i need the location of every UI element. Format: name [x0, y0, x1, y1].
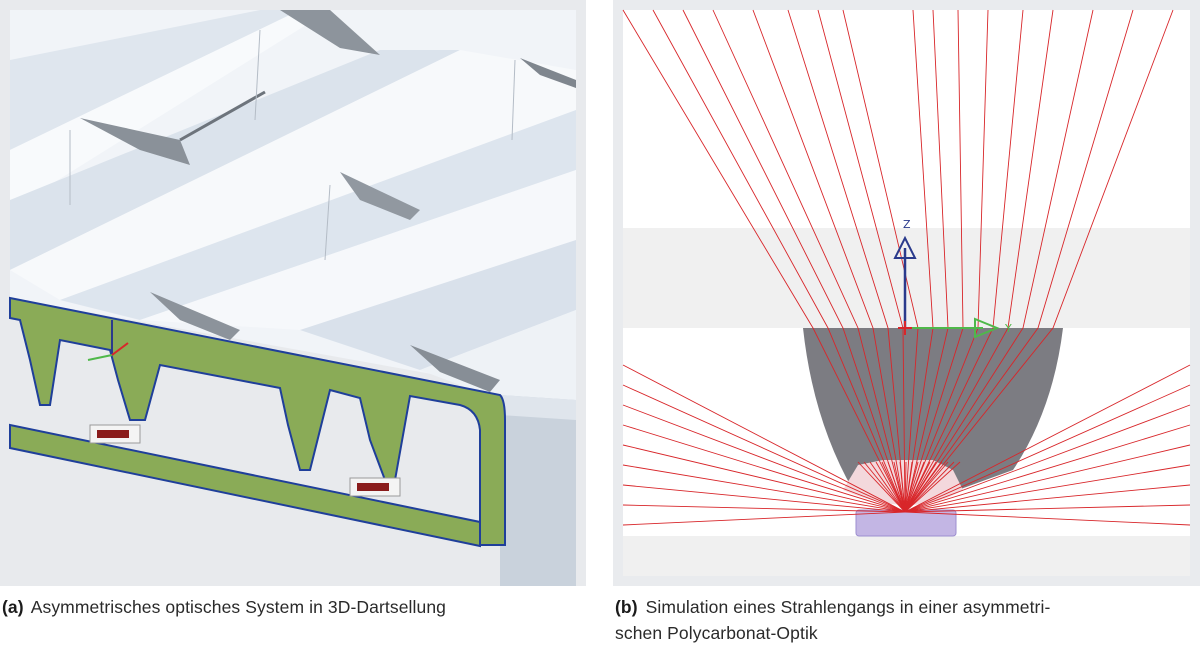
ray-up	[904, 9, 1174, 513]
ray-fan	[887, 461, 906, 513]
ray-side-left	[622, 504, 906, 513]
ray-side-right	[904, 444, 1191, 513]
ray-side-right	[904, 504, 1191, 513]
y-axis-label: Y	[1004, 322, 1012, 335]
led-chips	[89, 424, 401, 497]
figure-a-render	[0, 0, 586, 586]
ray-fan	[904, 461, 955, 513]
ray-up	[904, 9, 1134, 513]
ray-side-right	[904, 484, 1191, 513]
ray-fan	[904, 461, 925, 513]
ray-side-left	[622, 511, 906, 526]
ray-fan	[899, 461, 906, 513]
ray-up	[752, 9, 906, 513]
ray-up	[652, 9, 906, 513]
ray-side-left	[622, 424, 906, 513]
figure-b-caption-line-2: schen Polycarbonat-Optik	[615, 623, 818, 643]
ray-fan	[904, 461, 961, 513]
figure-a-illustration	[0, 0, 586, 586]
ray-up	[904, 9, 1054, 513]
figure-b-simulation: Z Y	[613, 0, 1200, 586]
ray-fan	[904, 461, 937, 513]
ray-up	[787, 9, 906, 513]
ray-side-left	[622, 484, 906, 513]
ray-up	[904, 9, 1024, 513]
ray-side-left	[622, 404, 906, 513]
ray-side-right	[904, 464, 1191, 513]
ray-fan	[904, 461, 949, 513]
ray-up	[682, 9, 906, 513]
figure-b-caption: (b) Simulation eines Strahlengangs in ei…	[615, 594, 1196, 646]
ray-fan	[893, 461, 906, 513]
ray-fan	[904, 461, 931, 513]
figure-b-caption-line-1: (b) Simulation eines Strahlengangs in ei…	[615, 594, 1196, 620]
ray-up	[712, 9, 906, 513]
figure-a-tag: (a)	[2, 597, 24, 617]
housing-cross-section	[9, 296, 506, 548]
ray-side-left	[622, 464, 906, 513]
figure-a-caption-text: Asymmetrisches optisches System in 3D-Da…	[30, 597, 447, 617]
reflector-ridges	[10, 10, 576, 400]
ray-fan	[875, 461, 906, 513]
ray-fan	[904, 461, 913, 513]
ray-fan	[869, 461, 906, 513]
ray-up	[904, 9, 1094, 513]
figure-b-render: Z Y	[613, 0, 1200, 586]
ray-side-right	[904, 511, 1191, 526]
ray-side-right	[904, 424, 1191, 513]
ray-side-left	[622, 444, 906, 513]
ray-side-left	[622, 384, 906, 513]
ray-side-right	[904, 384, 1191, 513]
ray-up	[622, 9, 906, 513]
figure-a-caption: (a) Asymmetrisches optisches System in 3…	[2, 594, 582, 620]
coordinate-axes: Z Y	[893, 218, 1012, 339]
z-axis-label: Z	[903, 218, 911, 231]
ray-side-right	[904, 404, 1191, 513]
figure-b-tag: (b)	[615, 597, 638, 617]
lens-cavity	[843, 460, 963, 505]
ray-fan	[857, 461, 906, 513]
ray-side-left	[622, 364, 906, 513]
ray-fan	[904, 461, 919, 513]
ray-fan	[904, 461, 943, 513]
ray-side-right	[904, 364, 1191, 513]
ray-fan	[881, 461, 906, 513]
figure-b-caption-text-1: Simulation eines Strahlengangs in einer …	[645, 597, 1051, 617]
ray-fan	[904, 461, 907, 513]
ray-fan	[863, 461, 906, 513]
